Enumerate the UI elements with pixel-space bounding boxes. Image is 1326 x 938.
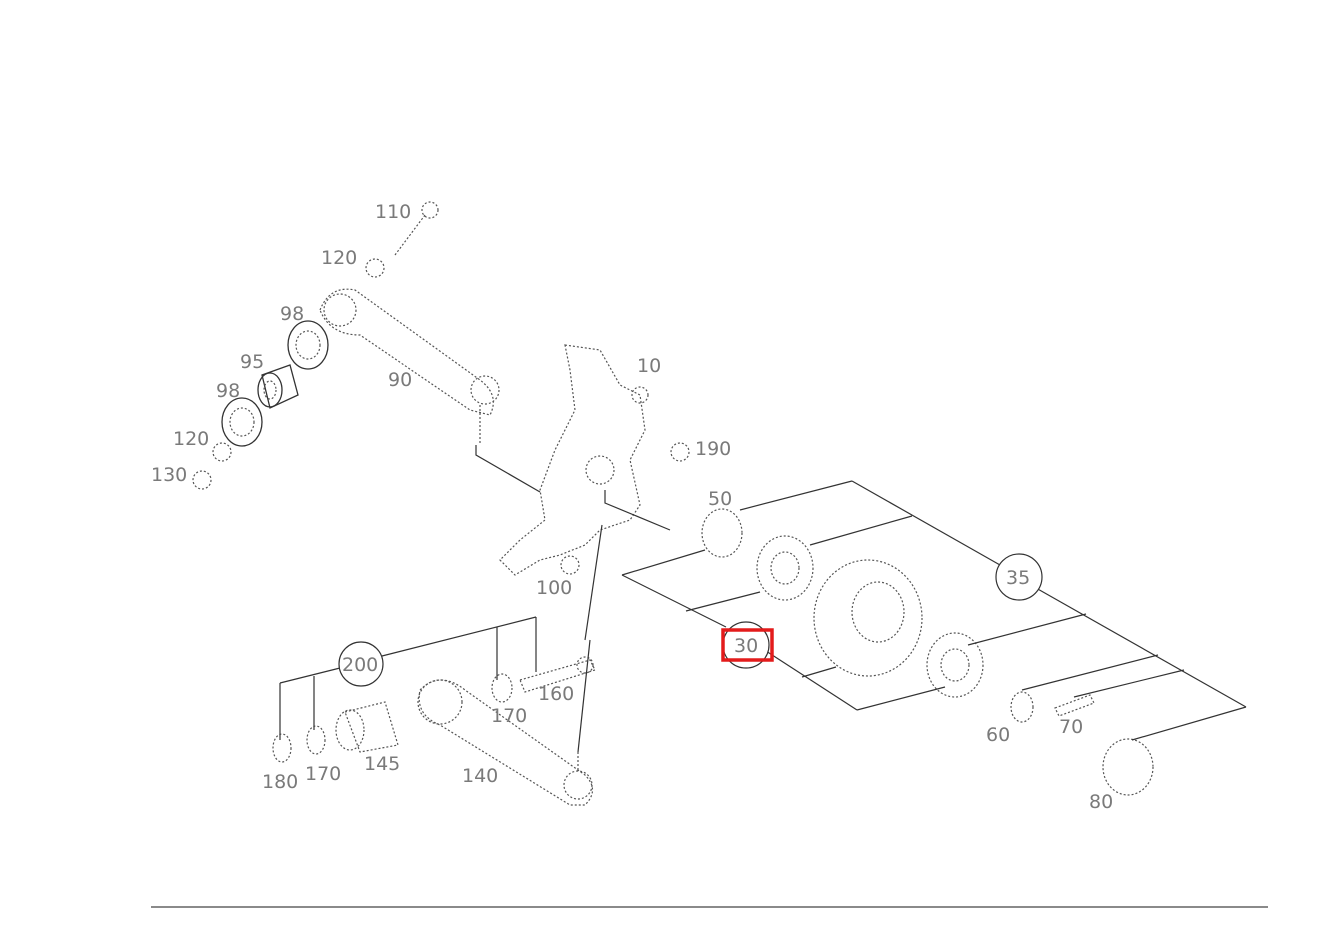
label-130: 130: [151, 464, 187, 486]
label-200: 200: [342, 654, 378, 676]
label-35: 35: [1006, 567, 1030, 589]
label-110: 110: [375, 201, 411, 223]
label-145: 145: [364, 753, 400, 775]
label-120-upper: 120: [321, 247, 357, 269]
upper-control-arm-assembly: [192, 201, 500, 490]
label-98-upper: 98: [280, 303, 304, 325]
callout-circle-200: [338, 641, 384, 687]
label-98-lower: 98: [216, 380, 240, 402]
label-10: 10: [637, 355, 661, 377]
hub-bearing-stack: [701, 508, 1154, 796]
label-80: 80: [1089, 791, 1113, 813]
label-170-left: 170: [305, 763, 341, 785]
label-120-lower: 120: [173, 428, 209, 450]
leader-lines: [279, 445, 1247, 753]
label-100: 100: [536, 577, 572, 599]
label-160: 160: [538, 683, 574, 705]
label-60: 60: [986, 724, 1010, 746]
steering-knuckle: [499, 344, 690, 576]
label-90: 90: [388, 369, 412, 391]
callout-circle-35: [995, 553, 1043, 601]
label-70: 70: [1059, 716, 1083, 738]
label-190: 190: [695, 438, 731, 460]
lower-arm-assembly: [272, 656, 596, 806]
label-50: 50: [708, 488, 732, 510]
label-170-right: 170: [491, 705, 527, 727]
label-95: 95: [240, 351, 264, 373]
highlight-box-30: [721, 628, 774, 662]
part-labels: 110 120 98 95 98 90 120 130 10 190 50 35…: [151, 201, 1113, 813]
label-140: 140: [462, 765, 498, 787]
label-30: 30: [734, 635, 758, 657]
label-180: 180: [262, 771, 298, 793]
